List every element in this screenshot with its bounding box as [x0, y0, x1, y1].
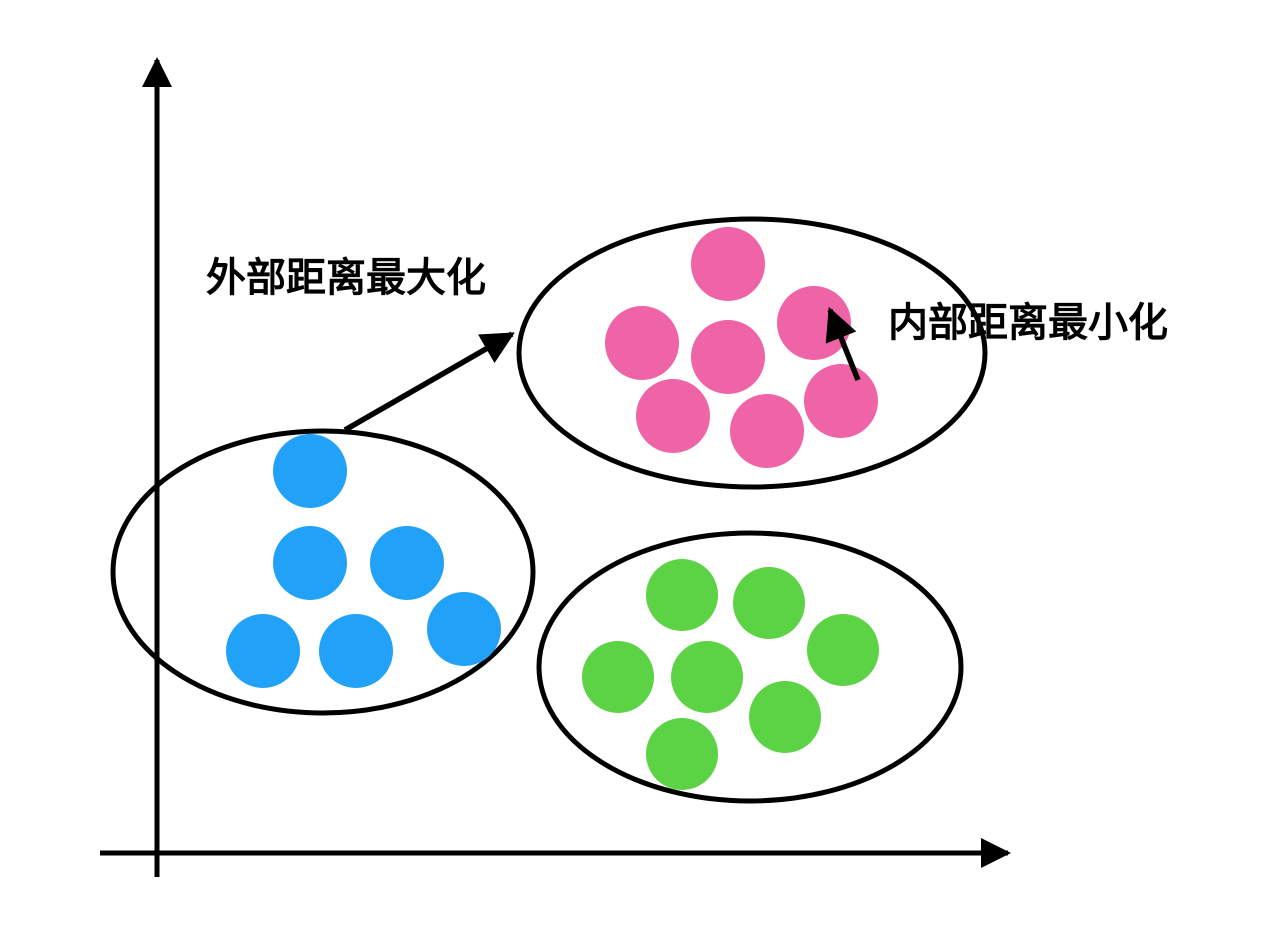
pink-cluster-dot [691, 320, 765, 394]
pink-cluster-outline [516, 216, 988, 490]
inter-cluster-arrow [343, 331, 515, 433]
green-cluster-dot [671, 641, 743, 713]
intra-cluster-arrow [825, 306, 861, 382]
arrows-layer [343, 306, 861, 433]
blue-cluster-dot [226, 614, 300, 688]
green-cluster-dot [646, 559, 718, 631]
green-cluster [536, 530, 964, 804]
pink-cluster-dot [804, 364, 878, 438]
green-cluster-dot [807, 614, 879, 686]
green-cluster-dot [733, 567, 805, 639]
pink-cluster [516, 216, 988, 490]
blue-cluster-dot [370, 526, 444, 600]
pink-cluster-dot [777, 286, 851, 360]
blue-cluster-dot [427, 592, 501, 666]
external-distance-label: 外部距离最大化 [206, 255, 486, 301]
green-cluster-dot [582, 641, 654, 713]
pink-cluster-dot [730, 394, 804, 468]
pink-cluster-dot [636, 379, 710, 453]
clusters-layer [110, 216, 988, 804]
green-cluster-dot [646, 718, 718, 790]
blue-cluster [110, 428, 536, 716]
green-cluster-dot [749, 681, 821, 753]
green-cluster-outline [536, 530, 964, 804]
pink-cluster-dot [691, 227, 765, 301]
pink-cluster-dot [605, 306, 679, 380]
blue-cluster-outline [110, 428, 536, 716]
axes-layer [100, 57, 1011, 877]
labels-layer: 外部距离最大化 内部距离最小化 [206, 255, 1168, 346]
blue-cluster-dot [319, 614, 393, 688]
blue-cluster-dot [273, 434, 347, 508]
blue-cluster-dot [273, 526, 347, 600]
internal-distance-label: 内部距离最小化 [888, 300, 1168, 346]
